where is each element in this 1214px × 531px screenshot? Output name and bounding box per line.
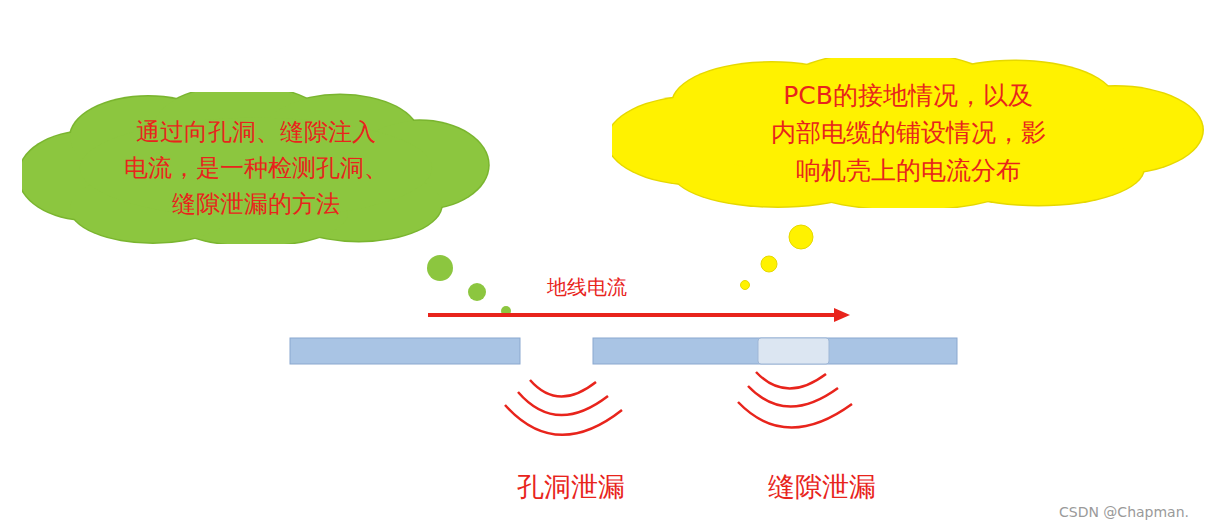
watermark: CSDN @Chapman. [1059,504,1189,520]
current-label: 地线电流 [545,274,629,301]
leak-label: 孔洞泄漏 [517,469,625,505]
thought-bubble [427,255,453,281]
green-cloud: 通过向孔洞、缝隙注入 电流，是一种检测孔洞、 缝隙泄漏的方法 [22,92,490,244]
cloud-text: PCB的接地情况，以及 内部电缆的铺设情况，影 响机壳上的电流分布 [748,77,1068,190]
leakage-waves [505,372,852,435]
yellow-cloud: PCB的接地情况，以及 内部电缆的铺设情况，影 响机壳上的电流分布 [612,58,1204,208]
current-arrow [428,313,836,317]
thought-bubble [468,283,486,301]
thought-bubble [741,281,750,290]
chassis-plate [290,338,520,364]
thought-bubble [789,225,813,249]
leak-label: 缝隙泄漏 [768,469,876,505]
cloud-text: 通过向孔洞、缝隙注入 电流，是一种检测孔洞、 缝隙泄漏的方法 [111,114,401,222]
arrow-head [834,308,850,322]
seam [758,338,829,364]
thought-bubble [761,256,777,272]
chassis-plate [593,338,957,364]
